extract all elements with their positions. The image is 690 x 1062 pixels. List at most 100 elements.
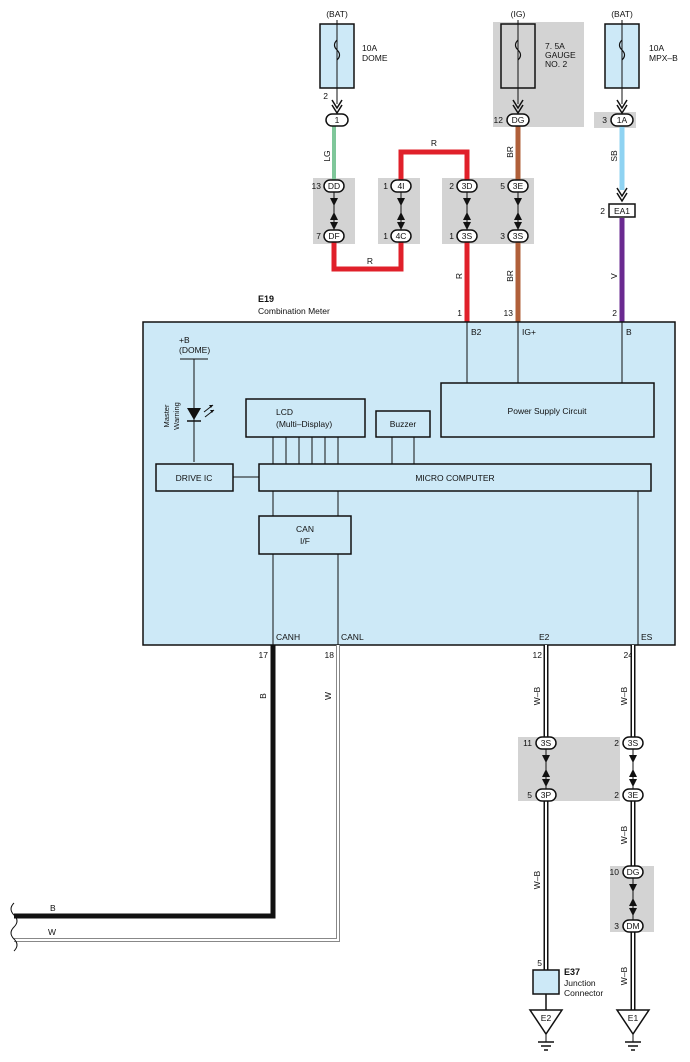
svg-text:CAN: CAN	[296, 524, 314, 534]
can-if-block	[258, 515, 352, 555]
svg-text:(IG): (IG)	[511, 9, 526, 19]
drive-ic-block	[155, 463, 234, 492]
meter-id: E19	[258, 294, 274, 304]
ground-e2-icon: E2	[528, 1009, 564, 1051]
svg-text:3: 3	[602, 115, 607, 125]
svg-text:3E: 3E	[628, 790, 639, 800]
svg-text:3D: 3D	[462, 181, 473, 191]
svg-text:Buzzer: Buzzer	[390, 419, 417, 429]
meter-pin-b2: 1	[457, 308, 462, 318]
svg-text:NO. 2: NO. 2	[545, 59, 567, 69]
wire-label-sb: SB	[609, 150, 619, 162]
svg-text:E37: E37	[564, 967, 580, 977]
svg-text:3S: 3S	[462, 231, 473, 241]
conn-3d: 3D 2	[449, 179, 478, 230]
svg-text:5: 5	[537, 958, 542, 968]
conn-4c: 4C 1	[383, 229, 412, 243]
conn-dm-es: DM 3	[614, 919, 644, 933]
pin-18: 18	[325, 650, 335, 660]
svg-text:DF: DF	[328, 231, 339, 241]
svg-text:Connector: Connector	[564, 988, 603, 998]
term-e2: E2	[539, 632, 550, 642]
meter-pin-ig: 13	[504, 308, 514, 318]
buzzer-block	[375, 410, 431, 438]
wire-label-wb-2: W–B	[619, 686, 629, 705]
svg-text:12: 12	[494, 115, 504, 125]
svg-text:3: 3	[500, 231, 505, 241]
conn-3s-br: 3S 3	[500, 229, 529, 243]
svg-text:E1: E1	[628, 1013, 639, 1023]
conn-1a-mpxb: 1A 3	[602, 113, 634, 127]
wire-label-r-down: R	[454, 273, 464, 279]
conn-ea1: EA1 2	[600, 187, 636, 218]
junction-connector-e37: 5 E37 Junction Connector	[532, 958, 603, 1010]
svg-text:1: 1	[383, 181, 388, 191]
wire-r-loop	[331, 242, 404, 272]
conn-3e-br: 3E 5	[500, 179, 529, 230]
svg-text:(Multi–Display): (Multi–Display)	[276, 419, 332, 429]
conn-3s-r: 3S 1	[449, 229, 478, 243]
svg-text:10A: 10A	[362, 43, 377, 53]
term-b: B	[626, 327, 632, 337]
wire-label-br-2: BR	[505, 270, 515, 282]
svg-text:DRIVE IC: DRIVE IC	[176, 473, 213, 483]
wire-canl-w	[14, 645, 340, 942]
svg-text:(BAT): (BAT)	[611, 9, 633, 19]
svg-text:13: 13	[312, 181, 322, 191]
conn-3s-e2: 3S 11	[523, 736, 557, 787]
svg-text:2: 2	[614, 790, 619, 800]
conn-1-dome: 1	[325, 113, 349, 127]
term-canl: CANL	[341, 632, 364, 642]
svg-text:10: 10	[610, 867, 620, 877]
svg-text:GAUGE: GAUGE	[545, 50, 576, 60]
wire-label-r-loop: R	[367, 256, 373, 266]
dome-label: +B	[179, 335, 190, 345]
svg-text:2: 2	[323, 91, 328, 101]
conn-dd: DD 13	[312, 179, 345, 230]
svg-text:I/F: I/F	[300, 536, 310, 546]
master-warning-led-icon	[187, 404, 215, 422]
meter-title: Combination Meter	[258, 306, 330, 316]
svg-text:Junction: Junction	[564, 978, 596, 988]
svg-text:1: 1	[383, 231, 388, 241]
wire-r-top	[398, 149, 470, 180]
svg-text:DOME: DOME	[362, 53, 388, 63]
wire-label-lg: LG	[322, 150, 332, 161]
term-canh: CANH	[276, 632, 300, 642]
svg-text:MICRO COMPUTER: MICRO COMPUTER	[415, 473, 494, 483]
svg-text:2: 2	[600, 206, 605, 216]
pin-17: 17	[259, 650, 269, 660]
term-b2: B2	[471, 327, 482, 337]
svg-text:DM: DM	[626, 921, 639, 931]
svg-text:5: 5	[500, 181, 505, 191]
svg-text:3P: 3P	[541, 790, 552, 800]
wire-label-wb-1: W–B	[532, 686, 542, 705]
fuse-dome: (BAT) 10A DOME 2	[319, 9, 388, 115]
conn-3s-es: 3S 2	[614, 736, 644, 787]
svg-text:DG: DG	[627, 867, 640, 877]
svg-text:5: 5	[527, 790, 532, 800]
svg-text:LCD: LCD	[276, 407, 293, 417]
conn-3e-es: 3E 2	[614, 788, 644, 802]
svg-text:2: 2	[449, 181, 454, 191]
wire-label-wb-4: W–B	[619, 825, 629, 844]
wire-label-r-top: R	[431, 138, 437, 148]
ground-e1-icon: E1	[615, 1009, 651, 1051]
svg-text:1: 1	[449, 231, 454, 241]
wire-label-w-horiz: W	[48, 927, 56, 937]
pin-12: 12	[533, 650, 543, 660]
svg-text:3S: 3S	[628, 738, 639, 748]
svg-text:(BAT): (BAT)	[326, 9, 348, 19]
term-ig: IG+	[522, 327, 536, 337]
svg-text:1: 1	[335, 115, 340, 125]
pin-24: 24	[624, 650, 634, 660]
svg-text:4C: 4C	[396, 231, 407, 241]
conn-4i: 4I 1	[383, 179, 412, 230]
wire-label-v: V	[609, 273, 619, 279]
svg-text:3: 3	[614, 921, 619, 931]
conn-df: DF 7	[316, 229, 345, 243]
dome-label2: (DOME)	[179, 345, 210, 355]
svg-text:E2: E2	[541, 1013, 552, 1023]
wire-label-br-1: BR	[505, 146, 515, 158]
